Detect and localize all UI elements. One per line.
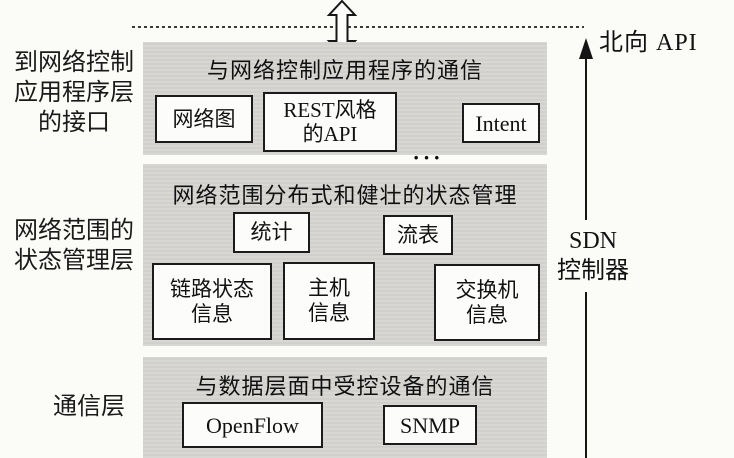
sdn-controller-label-line2: 控制器 [557, 258, 629, 284]
box-snmp-label: SNMP [400, 412, 460, 438]
left-label-state-management-layer: 网络范围的 状态管理层 [0, 216, 148, 276]
box-flow-table-label: 流表 [397, 222, 439, 247]
left-label-line: 通信层 [53, 394, 125, 420]
box-switch-info: 交换机 信息 [434, 264, 540, 341]
panel-state-management-title: 网络范围分布式和健壮的状态管理 [172, 183, 518, 208]
box-host-info-line2: 信息 [308, 301, 350, 325]
sdn-controller-line-upper [585, 58, 587, 220]
panel-device-communication: 与数据层面中受控设备的通信 OpenFlow ··· SNMP [143, 357, 547, 458]
left-label-communication-layer: 通信层 [14, 392, 164, 422]
left-label-line: 的接口 [38, 110, 110, 136]
box-snmp: SNMP [383, 405, 477, 445]
sdn-controller-label: SDN 控制器 [545, 226, 641, 286]
box-network-graph: 网络图 [155, 95, 253, 143]
box-host-info: 主机 信息 [283, 262, 375, 340]
left-label-app-interface-layer: 到网络控制 应用程序层 的接口 [0, 48, 148, 138]
box-intent-label: Intent [475, 110, 527, 136]
box-flow-table: 流表 [383, 215, 453, 255]
box-rest-api-line1: REST风格 [283, 98, 377, 122]
box-rest-api-line2: 的API [302, 122, 358, 146]
box-link-state-info-line2: 信息 [191, 301, 233, 326]
box-host-info-line1: 主机 [308, 276, 350, 300]
left-label-line: 应用程序层 [14, 80, 134, 106]
left-label-line: 网络范围的 [14, 218, 134, 244]
box-rest-api: REST风格 的API [263, 92, 397, 152]
box-link-state-info-line1: 链路状态 [170, 276, 254, 301]
box-openflow-label: OpenFlow [206, 412, 299, 438]
box-openflow: OpenFlow [182, 402, 323, 448]
box-network-graph-label: 网络图 [172, 106, 236, 131]
box-link-state-info: 链路状态 信息 [152, 263, 272, 340]
panel-device-communication-title: 与数据层面中受控设备的通信 [195, 374, 495, 399]
panel-app-communication-title: 与网络控制应用程序的通信 [206, 58, 483, 83]
sdn-controller-label-line1: SDN [568, 228, 617, 254]
box-statistics: 统计 [233, 212, 310, 253]
box-switch-info-line1: 交换机 [455, 277, 519, 302]
up-arrowhead-icon [579, 38, 593, 59]
left-label-line: 到网络控制 [14, 50, 134, 76]
panel-app-communication: 与网络控制应用程序的通信 网络图 REST风格 的API ··· Intent [143, 42, 547, 170]
north-api-label: 北向 API [599, 30, 698, 56]
sdn-controller-line-lower [585, 292, 587, 458]
box-intent: Intent [462, 103, 540, 143]
northbound-api-dashed-line [132, 26, 584, 28]
panel-state-management: 网络范围分布式和健壮的状态管理 统计 ··· 流表 链路状态 信息 主机 信息 … [143, 164, 547, 458]
box-statistics-label: 统计 [250, 220, 293, 244]
left-label-line: 状态管理层 [14, 248, 134, 274]
box-switch-info-line2: 信息 [466, 302, 508, 327]
